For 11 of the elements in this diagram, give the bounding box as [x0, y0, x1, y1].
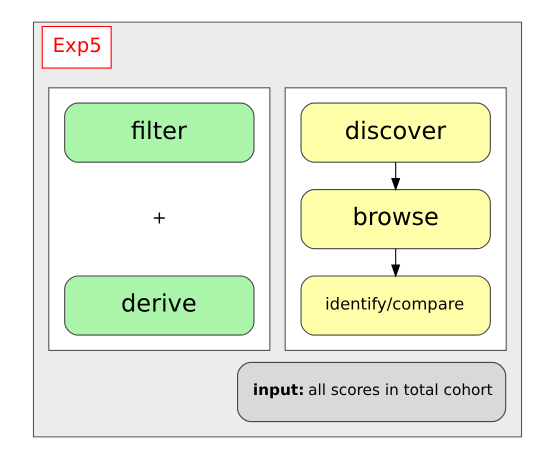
cluster: [284, 86, 507, 350]
cluster: [48, 86, 270, 350]
node-box: input: all scores in total cohort: [237, 361, 506, 422]
node-box: discover: [300, 102, 491, 162]
arrow: [391, 248, 400, 278]
node-box: identify/compare: [300, 274, 491, 336]
label: +: [152, 208, 167, 228]
arrow: [391, 162, 400, 191]
node-box: browse: [300, 188, 491, 249]
node-box: derive: [64, 274, 255, 336]
node-box: filter: [64, 102, 255, 162]
